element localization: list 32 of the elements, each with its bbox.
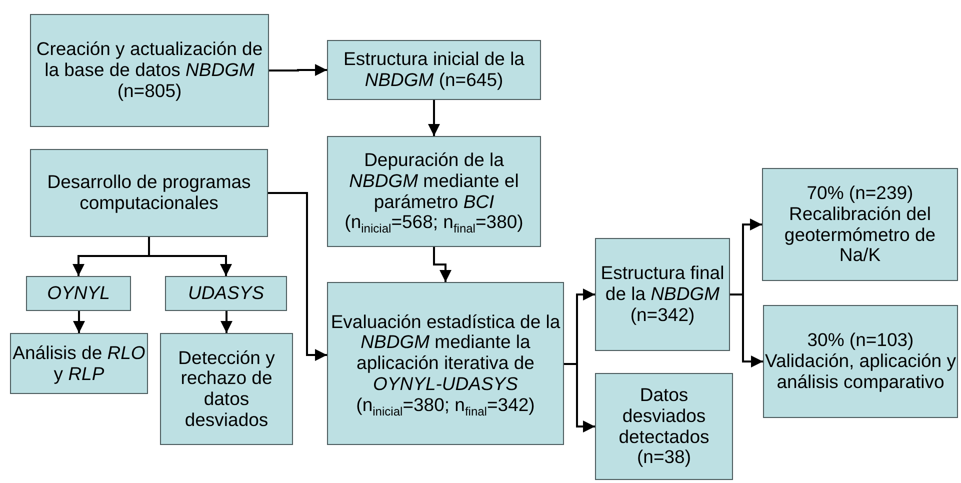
box-text: Detección y rechazo de datos desviados bbox=[177, 348, 276, 430]
process-box bbox=[595, 238, 730, 351]
box-text: Depuración de la NBDGM mediante el parámetro BCI (n$_{inicial}$=568; n$_{final}$=380) bbox=[344, 150, 524, 233]
process-box bbox=[165, 276, 287, 311]
process-box bbox=[30, 149, 268, 237]
arrow bbox=[73, 311, 85, 333]
box-text: Estructura final de la NBDGM (n=342) bbox=[600, 263, 726, 326]
process-box bbox=[763, 305, 958, 418]
process-box bbox=[327, 282, 564, 445]
process-box bbox=[595, 373, 733, 480]
arrow bbox=[220, 311, 232, 333]
box-text: Estructura inicial de la NBDGM (n=645) bbox=[342, 49, 526, 91]
box-text: Creación y actualización de la base de datos NBDGM (n=805) bbox=[35, 39, 264, 102]
process-box bbox=[26, 276, 131, 311]
box-text: 70% (n=239) Recalibración del geotermómetro de Na/K bbox=[783, 183, 937, 266]
arrow bbox=[433, 247, 452, 282]
process-box bbox=[160, 333, 293, 445]
process-box bbox=[327, 40, 541, 100]
arrow bbox=[428, 100, 440, 136]
process-box bbox=[762, 168, 958, 281]
process-box bbox=[30, 14, 269, 127]
box-text: Datos desviados detectados (n=38) bbox=[618, 385, 710, 468]
arrow bbox=[268, 192, 327, 361]
process-box bbox=[10, 333, 148, 394]
process-box bbox=[327, 136, 541, 247]
box-text: 30% (n=103) Validación, aplicación y análisis comparativo bbox=[764, 330, 957, 393]
box-text: UDASYS bbox=[188, 283, 264, 304]
arrow bbox=[269, 64, 327, 76]
box-text: Desarrollo de programas computacionales bbox=[46, 172, 252, 214]
box-text: OYNYL bbox=[47, 283, 110, 304]
box-text: Análisis de RLO y RLP bbox=[12, 342, 146, 384]
box-text: Evaluación estadística de la NBDGM mediante la aplicación iterativa de OYNYL-UDASYS (n$_{inicial}$=380; n$_{final}$=342) bbox=[330, 312, 562, 416]
